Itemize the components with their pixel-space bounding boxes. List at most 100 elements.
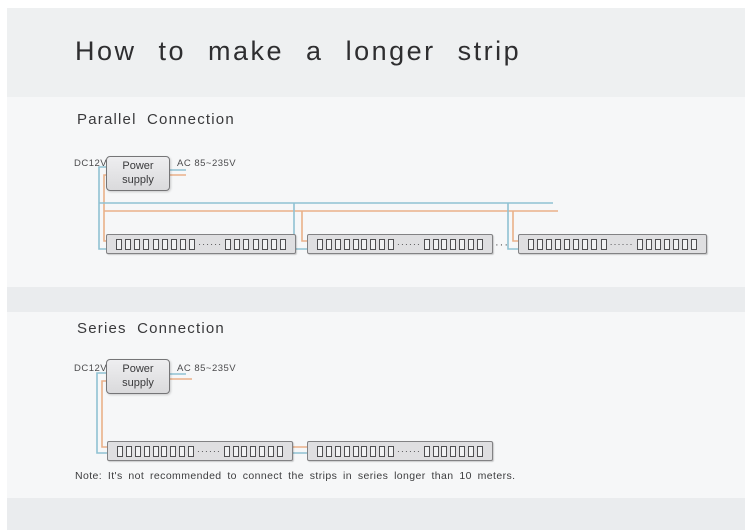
strip-dots: ······ bbox=[396, 445, 421, 456]
led-chip-icon bbox=[361, 445, 368, 457]
section-divider-band bbox=[7, 287, 745, 312]
led-chip-icon bbox=[432, 445, 439, 457]
led-chip-icon bbox=[225, 238, 232, 250]
led-chip-icon bbox=[317, 445, 323, 457]
led-chip-icon bbox=[591, 238, 598, 250]
led-chip-icon bbox=[152, 445, 159, 457]
led-chip-icon bbox=[537, 238, 544, 250]
dc-voltage-label-series: DC12V bbox=[74, 363, 108, 374]
led-chip-icon bbox=[325, 445, 332, 457]
led-chip-icon bbox=[476, 238, 483, 250]
led-chip-icon bbox=[152, 238, 159, 250]
led-chip-icon bbox=[361, 238, 368, 250]
strip-dots: ······ bbox=[196, 445, 221, 456]
led-chip-icon bbox=[370, 238, 377, 250]
dc-voltage-label-parallel: DC12V bbox=[74, 158, 108, 169]
ac-voltage-label-series: AC 85~235V bbox=[177, 363, 237, 374]
led-chip-icon bbox=[672, 238, 679, 250]
led-chip-icon bbox=[636, 238, 643, 250]
led-strip-parallel-2: ······ bbox=[307, 234, 493, 254]
led-chip-icon bbox=[125, 238, 132, 250]
led-chip-icon bbox=[690, 238, 697, 250]
led-chip-icon bbox=[546, 238, 553, 250]
led-chip-icon bbox=[334, 445, 341, 457]
led-chip-icon bbox=[476, 445, 483, 457]
strip-dots: ······ bbox=[198, 238, 223, 249]
led-strip-series-1: ······ bbox=[107, 441, 293, 461]
led-strip-parallel-3: ······ bbox=[518, 234, 707, 254]
power-supply-box-parallel: Power supply bbox=[106, 156, 170, 191]
led-chip-icon bbox=[188, 445, 194, 457]
led-chip-icon bbox=[343, 238, 350, 250]
led-chip-icon bbox=[259, 445, 266, 457]
led-chip-icon bbox=[161, 238, 168, 250]
power-supply-box-series: Power supply bbox=[106, 359, 170, 394]
led-chip-icon bbox=[528, 238, 534, 250]
led-chip-icon bbox=[279, 238, 286, 250]
led-chip-icon bbox=[243, 238, 250, 250]
led-chip-icon bbox=[170, 238, 177, 250]
led-chip-icon bbox=[379, 445, 386, 457]
power-supply-label: Power supply bbox=[122, 362, 154, 389]
led-chip-icon bbox=[459, 445, 466, 457]
ac-voltage-label-parallel: AC 85~235V bbox=[177, 158, 237, 169]
led-chip-icon bbox=[134, 445, 141, 457]
led-chip-icon bbox=[468, 238, 475, 250]
led-chip-icon bbox=[125, 445, 132, 457]
led-chip-icon bbox=[450, 238, 457, 250]
led-chip-icon bbox=[441, 445, 448, 457]
section-heading-series: Series Connection bbox=[77, 320, 225, 337]
led-chip-icon bbox=[270, 238, 277, 250]
led-chip-icon bbox=[645, 238, 652, 250]
led-chip-icon bbox=[117, 445, 123, 457]
led-chip-icon bbox=[573, 238, 580, 250]
led-chip-icon bbox=[223, 445, 230, 457]
note-text: Note: It's not recommended to connect th… bbox=[75, 470, 516, 482]
led-chip-icon bbox=[143, 238, 150, 250]
led-chip-icon bbox=[268, 445, 275, 457]
led-chip-icon bbox=[423, 445, 430, 457]
led-chip-icon bbox=[179, 445, 186, 457]
continuation-dots: ··· bbox=[495, 239, 509, 251]
led-chip-icon bbox=[379, 238, 386, 250]
led-chip-icon bbox=[317, 238, 323, 250]
led-chip-icon bbox=[564, 238, 571, 250]
led-chip-icon bbox=[388, 445, 394, 457]
led-chip-icon bbox=[600, 238, 607, 250]
led-chip-icon bbox=[343, 445, 350, 457]
led-chip-icon bbox=[143, 445, 150, 457]
led-chip-icon bbox=[681, 238, 688, 250]
led-chip-icon bbox=[276, 445, 283, 457]
title-band bbox=[7, 8, 745, 97]
led-chip-icon bbox=[352, 238, 359, 250]
strip-dots: ······ bbox=[609, 238, 634, 249]
led-chip-icon bbox=[432, 238, 439, 250]
footer-band bbox=[7, 498, 745, 530]
page-title: How to make a longer strip bbox=[75, 36, 522, 66]
led-chip-icon bbox=[370, 445, 377, 457]
led-chip-icon bbox=[241, 445, 248, 457]
led-chip-icon bbox=[441, 238, 448, 250]
led-chip-icon bbox=[250, 445, 257, 457]
led-chip-icon bbox=[161, 445, 168, 457]
section-heading-parallel: Parallel Connection bbox=[77, 111, 235, 128]
led-chip-icon bbox=[450, 445, 457, 457]
led-chip-icon bbox=[423, 238, 430, 250]
led-chip-icon bbox=[232, 445, 239, 457]
led-chip-icon bbox=[252, 238, 259, 250]
led-chip-icon bbox=[189, 238, 195, 250]
led-chip-icon bbox=[459, 238, 466, 250]
led-chip-icon bbox=[179, 238, 186, 250]
led-chip-icon bbox=[170, 445, 177, 457]
led-chip-icon bbox=[234, 238, 241, 250]
led-chip-icon bbox=[654, 238, 661, 250]
strip-dots: ······ bbox=[396, 238, 421, 249]
led-strip-series-2: ······ bbox=[307, 441, 493, 461]
led-chip-icon bbox=[116, 238, 122, 250]
led-chip-icon bbox=[134, 238, 141, 250]
led-strip-parallel-1: ······ bbox=[106, 234, 296, 254]
led-chip-icon bbox=[663, 238, 670, 250]
led-chip-icon bbox=[325, 238, 332, 250]
led-chip-icon bbox=[555, 238, 562, 250]
